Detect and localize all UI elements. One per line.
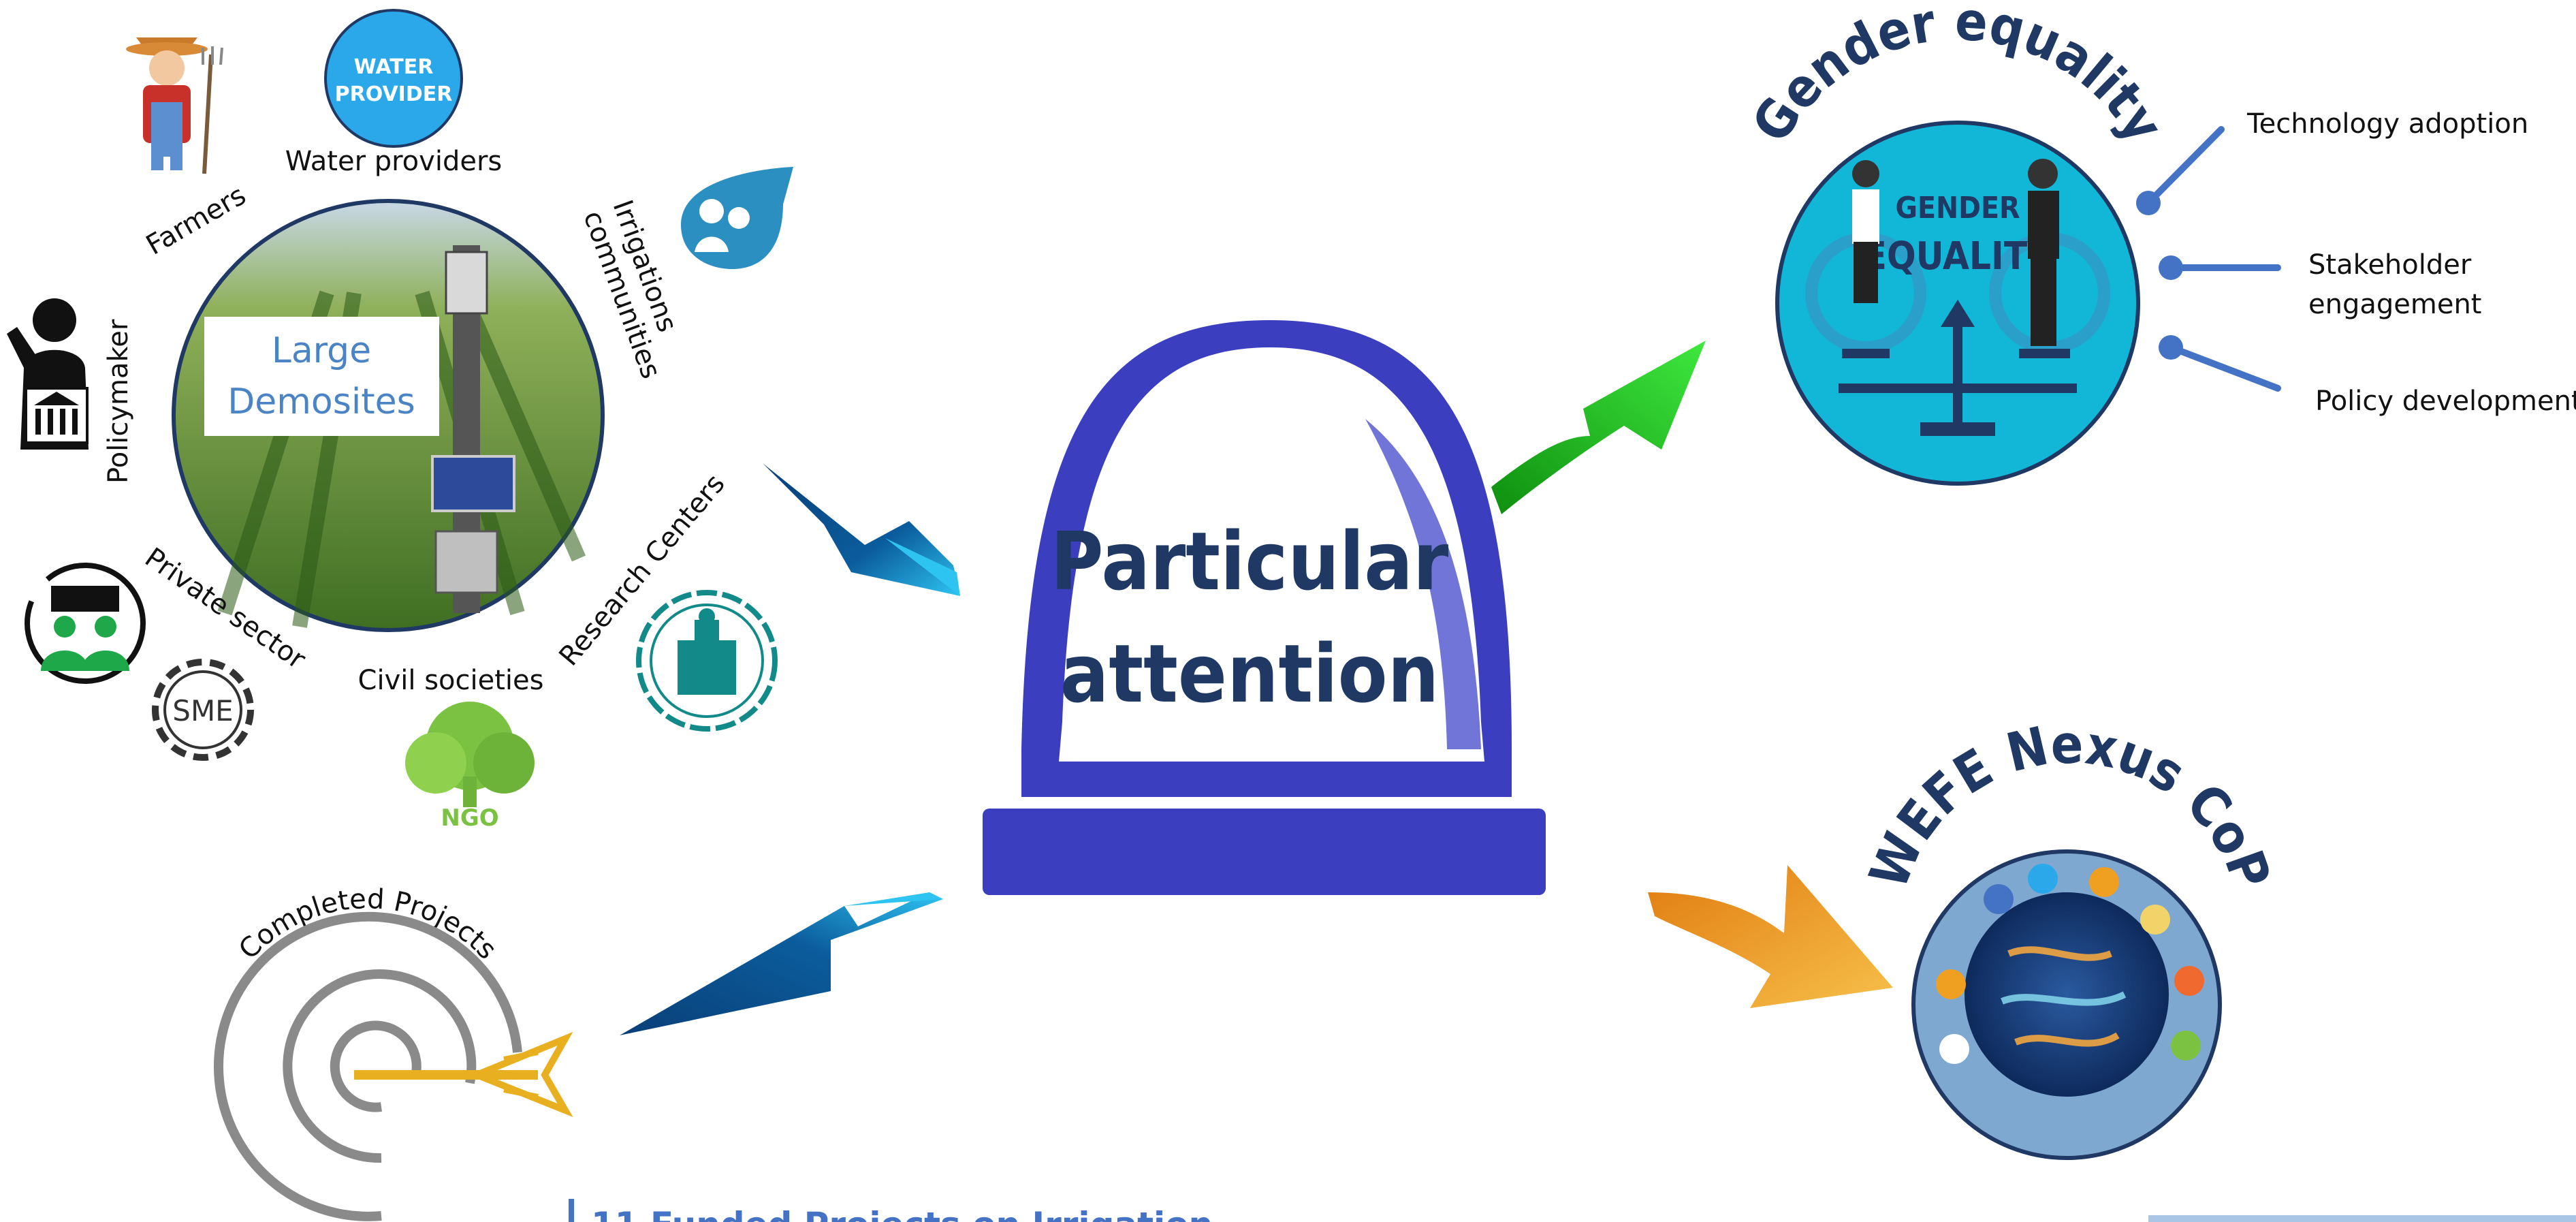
arrow-to-stakeholders <box>763 463 960 596</box>
footer-divider <box>569 1199 574 1222</box>
footer-bar <box>2148 1215 2576 1222</box>
water-provider-logo-line2: PROVIDER <box>335 82 453 106</box>
civil-societies-label: Civil societies <box>358 665 544 696</box>
farmers-label: Farmers <box>141 180 251 262</box>
sme-gear-icon: SME <box>152 659 254 761</box>
arrow-to-completed-projects <box>620 892 943 1035</box>
ngo-tree-icon: NGO <box>405 702 535 832</box>
gender-equality-badge: GENDER EQUALITY <box>1863 191 2052 279</box>
center-title-line2: attention <box>1060 627 1439 721</box>
gender-connectors <box>2145 126 2281 392</box>
water-providers-label: Water providers <box>285 146 502 177</box>
arrow-to-gender-equality <box>1491 341 1706 514</box>
large-demosites-photo: Large Demosites <box>172 199 605 632</box>
water-provider-logo-line1: WATER <box>354 55 434 79</box>
man-figure-icon <box>2019 159 2070 358</box>
water-provider-logo-icon: WATER PROVIDER <box>324 9 463 148</box>
stakeholder-engagement-label-line1: Stakeholder <box>2308 249 2472 281</box>
connector-dot <box>2136 191 2161 215</box>
private-sector-icon <box>25 563 146 684</box>
woman-figure-icon <box>1842 160 1890 358</box>
irrigation-communities-icon <box>681 167 793 269</box>
gender-equality-section: Gender equality GENDER EQUALITY <box>1740 0 2175 486</box>
balance-scale-icon <box>1839 300 2077 436</box>
stakeholder-engagement-label-line2: engagement <box>2308 289 2481 320</box>
sme-label: SME <box>172 694 233 727</box>
gender-badge-line2: EQUALITY <box>1863 234 2052 279</box>
connector-dot <box>2159 335 2183 360</box>
wefe-nexus-section: WEFE Nexus CoP <box>1858 715 2282 1160</box>
particular-attention-bell: Particular attention <box>983 320 1546 895</box>
demosites-label-line1: Large <box>272 330 371 371</box>
demosites-label-line2: Demosites <box>227 381 415 422</box>
policy-development-label: Policy development <box>2315 386 2576 417</box>
policymaker-icon <box>7 298 89 450</box>
arrow-in-target-icon <box>354 1031 573 1118</box>
arrow-to-wefe-nexus <box>1648 865 1893 1008</box>
connector-dot <box>2159 255 2183 280</box>
completed-projects-section: Completed Projects <box>214 883 573 1221</box>
research-center-building-icon <box>636 590 778 732</box>
target-icon <box>214 911 522 1221</box>
policymaker-label: Policymaker <box>103 319 134 484</box>
gender-badge-line1: GENDER <box>1895 191 2020 225</box>
center-title-line1: Particular <box>1051 514 1449 608</box>
funded-projects-partial-text: 11 Funded Projects on Irrigation <box>591 1205 1213 1222</box>
farmer-icon <box>126 37 223 174</box>
community-people-icons <box>1936 864 2204 1064</box>
ngo-label: NGO <box>441 804 498 832</box>
technology-adoption-label: Technology adoption <box>2246 108 2528 140</box>
